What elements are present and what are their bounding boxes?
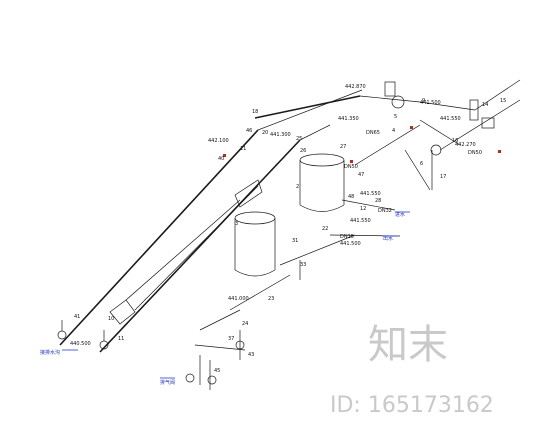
elevation-labels: 442.100 441.550 441.350 441.300 441.500 … [70,84,476,347]
watermark-brand: 知末 [368,322,448,368]
callout: 41 [74,314,80,320]
end-valves [57,320,245,385]
callout: 3 [235,221,238,227]
cylindrical-tank-lower [234,211,276,277]
callout: 6 [420,161,423,167]
callout: 14 [482,102,488,108]
elevation-label: 441.000 [228,296,249,302]
cylindrical-tank-upper [299,153,345,212]
dn-labels: DN65 DN50 DN32 DN15 DN50 [340,130,482,240]
callout: 4 [392,128,395,134]
callout: 23 [268,296,274,302]
elevation-label: 442.100 [208,138,229,144]
elevation-label: 440.500 [70,341,91,347]
dn-label: DN15 [340,234,354,240]
callout-numbers: 2 3 4 5 9 14 15 18 40 20 21 25 26 27 28 … [74,98,506,374]
dn-label: DN32 [378,208,392,214]
elevation-label: 441.300 [270,132,291,138]
callout: 26 [300,148,306,154]
annotation: 接排水沟 [40,349,60,356]
callout: 25 [296,136,302,142]
callout: 22 [322,226,328,232]
valve-marker [498,150,501,153]
flow-markers [62,126,501,379]
pump-group [384,81,495,156]
valve-marker [350,160,353,163]
callout: 45 [214,368,220,374]
callout: 12 [360,206,366,212]
dn-label: DN65 [366,130,380,136]
elevation-label: 441.550 [360,191,381,197]
watermark-id: ID: 165173162 [330,393,494,418]
annotation: 出水 [383,235,393,242]
duct-section [109,179,263,325]
callout: 21 [240,146,246,152]
callout: 28 [375,198,381,204]
annotation: 排气阀 [160,379,175,386]
valve-marker [223,154,226,157]
elevation-label: 441.500 [420,100,441,106]
elevation-label: 441.500 [340,241,361,247]
callout: 17 [440,174,446,180]
callout: 47 [358,172,364,178]
annotation: 进水 [395,211,405,218]
callout: 20 [262,130,268,136]
callout: 2 [296,184,299,190]
elevation-label: 441.550 [350,218,371,224]
dn-label: DN50 [344,164,358,170]
callout: 43 [248,352,254,358]
callout: 27 [340,144,346,150]
callout: 33 [300,262,306,268]
callout: 16 [452,138,458,144]
elevation-label: 441.550 [440,116,461,122]
callout: 18 [252,109,258,115]
callout: 48 [348,194,354,200]
dn-label: DN50 [468,150,482,156]
annotations: 进水 出水 排气阀 接排水沟 [40,211,405,386]
callout: 11 [118,336,124,342]
callout: 40 [218,156,224,162]
elevation-label: 442.270 [455,142,476,148]
elevation-label: 442.870 [345,84,366,90]
callout: 24 [242,321,248,327]
callout: 5 [394,114,397,120]
main-pipe-run [59,79,521,390]
callout: 9 [422,98,425,104]
valve-marker [410,126,413,129]
callout: 15 [500,98,506,104]
elevation-label: 441.350 [338,116,359,122]
callout: 31 [292,238,298,244]
callout: 10 [108,316,114,322]
callout: 46 [246,128,252,134]
watermark: 知末 ID: 165173162 [330,322,494,418]
callout: 37 [228,336,234,342]
